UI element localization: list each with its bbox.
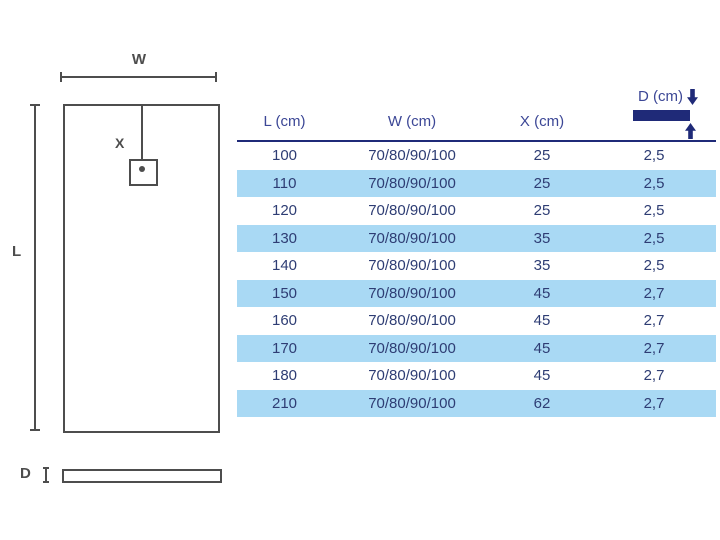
- table-cell: 2,5: [643, 257, 665, 275]
- table-cell: 150: [271, 284, 298, 302]
- table-cell: 35: [533, 229, 551, 247]
- table-row: 110 70/80/90/100 25 2,5: [237, 169, 716, 197]
- table-body: 100 70/80/90/100 25 2,5 110 70/80/90/100 25 2,5…: [237, 142, 716, 417]
- table-row: 140 70/80/90/100 35 2,5: [237, 252, 716, 280]
- table-cell: 70/80/90/100: [368, 312, 456, 330]
- column-header-d: D (cm): [638, 88, 683, 105]
- table-cell: 70/80/90/100: [368, 202, 456, 220]
- table-cell: 45: [533, 312, 551, 330]
- table-cell: 45: [533, 284, 551, 302]
- table-cell: 210: [271, 394, 298, 412]
- table-cell: 45: [533, 339, 551, 357]
- table-row: 120 70/80/90/100 25 2,5: [237, 197, 716, 225]
- table-cell: 25: [533, 202, 551, 220]
- column-header-w: W (cm): [387, 113, 437, 130]
- table-cell: 25: [533, 174, 551, 192]
- table-cell: 2,7: [643, 367, 665, 385]
- table-cell: 70/80/90/100: [368, 257, 456, 275]
- table-cell: 160: [271, 312, 298, 330]
- table-cell: 140: [271, 257, 298, 275]
- table-cell: 2,5: [643, 229, 665, 247]
- table-cell: 2,7: [643, 312, 665, 330]
- table-row: 130 70/80/90/100 35 2,5: [237, 224, 716, 252]
- drain-square: [129, 159, 158, 186]
- table-row: 180 70/80/90/100 45 2,7: [237, 362, 716, 390]
- table-cell: 2,7: [643, 394, 665, 412]
- depth-bar: [633, 110, 690, 121]
- table-cell: 25: [533, 147, 551, 165]
- table-cell: 70/80/90/100: [368, 284, 456, 302]
- table-row: 170 70/80/90/100 45 2,7: [237, 334, 716, 362]
- table-cell: 2,7: [643, 284, 665, 302]
- table-cell: 70/80/90/100: [368, 339, 456, 357]
- table-cell: 170: [271, 339, 298, 357]
- drain-position-label: X: [115, 135, 125, 151]
- width-dimension-line: [60, 72, 217, 82]
- table-row: 210 70/80/90/100 62 2,7: [237, 389, 716, 417]
- table-cell: 2,5: [643, 202, 665, 220]
- arrow-down-icon: [687, 89, 698, 105]
- drain-center-dot: [139, 166, 145, 172]
- table-cell: 70/80/90/100: [368, 394, 456, 412]
- tray-side-view: [62, 469, 222, 483]
- depth-label: D: [20, 465, 31, 482]
- column-header-x: X (cm): [519, 113, 565, 130]
- table-cell: 180: [271, 367, 298, 385]
- table-cell: 100: [271, 147, 298, 165]
- width-label: W: [131, 51, 147, 68]
- size-table: L (cm) W (cm) X (cm) D (cm) 100 70/80/90/…: [237, 86, 716, 418]
- table-cell: 2,7: [643, 339, 665, 357]
- length-dimension-line: [30, 104, 40, 431]
- table-cell: 35: [533, 257, 551, 275]
- header-divider: [237, 140, 716, 142]
- table-cell: 70/80/90/100: [368, 174, 456, 192]
- table-cell: 70/80/90/100: [368, 147, 456, 165]
- table-row: 150 70/80/90/100 45 2,7: [237, 279, 716, 307]
- table-cell: 120: [271, 202, 298, 220]
- table-cell: 70/80/90/100: [368, 367, 456, 385]
- table-row: 100 70/80/90/100 25 2,5: [237, 142, 716, 170]
- depth-dimension-mark: [42, 467, 50, 483]
- table-cell: 110: [272, 174, 297, 192]
- column-header-l: L (cm): [263, 113, 306, 130]
- table-cell: 62: [533, 394, 551, 412]
- table-cell: 45: [533, 367, 551, 385]
- table-row: 160 70/80/90/100 45 2,7: [237, 307, 716, 335]
- length-label: L: [12, 243, 22, 260]
- table-cell: 2,5: [643, 174, 665, 192]
- drain-offset-line: [141, 105, 143, 169]
- arrow-up-icon: [685, 123, 696, 139]
- table-cell: 2,5: [643, 147, 665, 165]
- table-cell: 130: [271, 229, 298, 247]
- table-cell: 70/80/90/100: [368, 229, 456, 247]
